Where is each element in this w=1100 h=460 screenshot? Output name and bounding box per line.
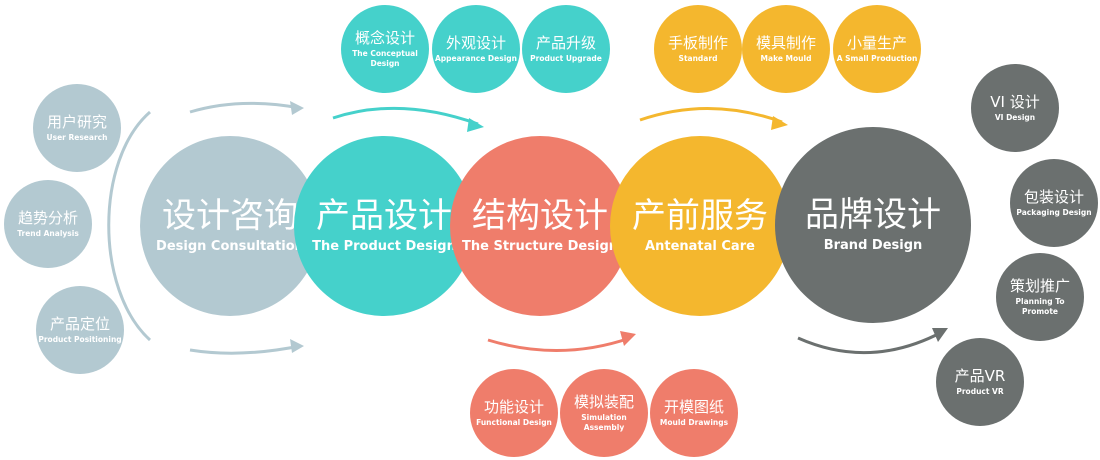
consult-arrow-bottom <box>189 344 301 355</box>
main-subtitle: Antenatal Care <box>645 239 755 254</box>
antenatal-arrowhead <box>771 116 788 130</box>
standard-circle: 手板制作 Standard <box>654 5 742 93</box>
product-design-circle: 产品设计 The Product Design <box>294 136 474 316</box>
main-subtitle: The Structure Design <box>462 239 618 254</box>
product-upgrade-circle: 产品升级 Product Upgrade <box>522 5 610 93</box>
consult-arrowhead-top <box>290 101 304 115</box>
brand-arrow <box>797 330 943 355</box>
user-research-circle: 用户研究 User Research <box>33 84 121 172</box>
trend-analysis-circle: 趋势分析 Trend Analysis <box>4 180 92 268</box>
main-title: 品牌设计 <box>805 195 941 235</box>
appearance-design-circle: 外观设计 Appearance Design <box>432 5 520 93</box>
packaging-design-circle: 包装设计 Packaging Design <box>1010 159 1098 247</box>
main-title: 结构设计 <box>472 196 608 236</box>
consult-arrow-top <box>189 101 301 114</box>
main-title: 产品设计 <box>316 196 452 236</box>
main-title: 设计咨询 <box>162 196 298 236</box>
main-subtitle: The Product Design <box>312 239 456 254</box>
product-positioning-circle: 产品定位 Product Positioning <box>36 286 124 374</box>
brand-design-circle: 品牌设计 Brand Design <box>775 127 971 323</box>
brand-arrowhead <box>932 328 948 342</box>
product-arrow <box>332 106 479 126</box>
design-consultation-circle: 设计咨询 Design Consultation <box>140 136 320 316</box>
simulation-assembly-circle: 模拟装配 Simulation Assembly <box>560 369 648 457</box>
structure-design-circle: 结构设计 The Structure Design <box>450 136 630 316</box>
planning-promote-circle: 策划推广 Planning To Promote <box>996 253 1084 341</box>
antenatal-arrow <box>639 106 783 124</box>
vi-design-circle: VI 设计 VI Design <box>971 64 1059 152</box>
structure-arrowhead <box>620 331 636 346</box>
mould-drawings-circle: 开模图纸 Mould Drawings <box>650 369 738 457</box>
conceptual-design-circle: 概念设计 The Conceptual Design <box>341 5 429 93</box>
product-arrowhead <box>467 118 484 132</box>
small-production-circle: 小量生产 A Small Production <box>833 5 921 93</box>
consult-arrowhead-bottom <box>290 339 304 353</box>
functional-design-circle: 功能设计 Functional Design <box>470 369 558 457</box>
main-title: 产前服务 <box>632 196 768 236</box>
product-vr-circle: 产品VR Product VR <box>936 338 1024 426</box>
main-subtitle: Brand Design <box>823 238 923 253</box>
make-mould-circle: 模具制作 Make Mould <box>742 5 830 93</box>
antenatal-care-circle: 产前服务 Antenatal Care <box>610 136 790 316</box>
consult-arc-left <box>107 110 152 342</box>
structure-arrow <box>487 336 631 353</box>
main-subtitle: Design Consultation <box>156 239 304 254</box>
